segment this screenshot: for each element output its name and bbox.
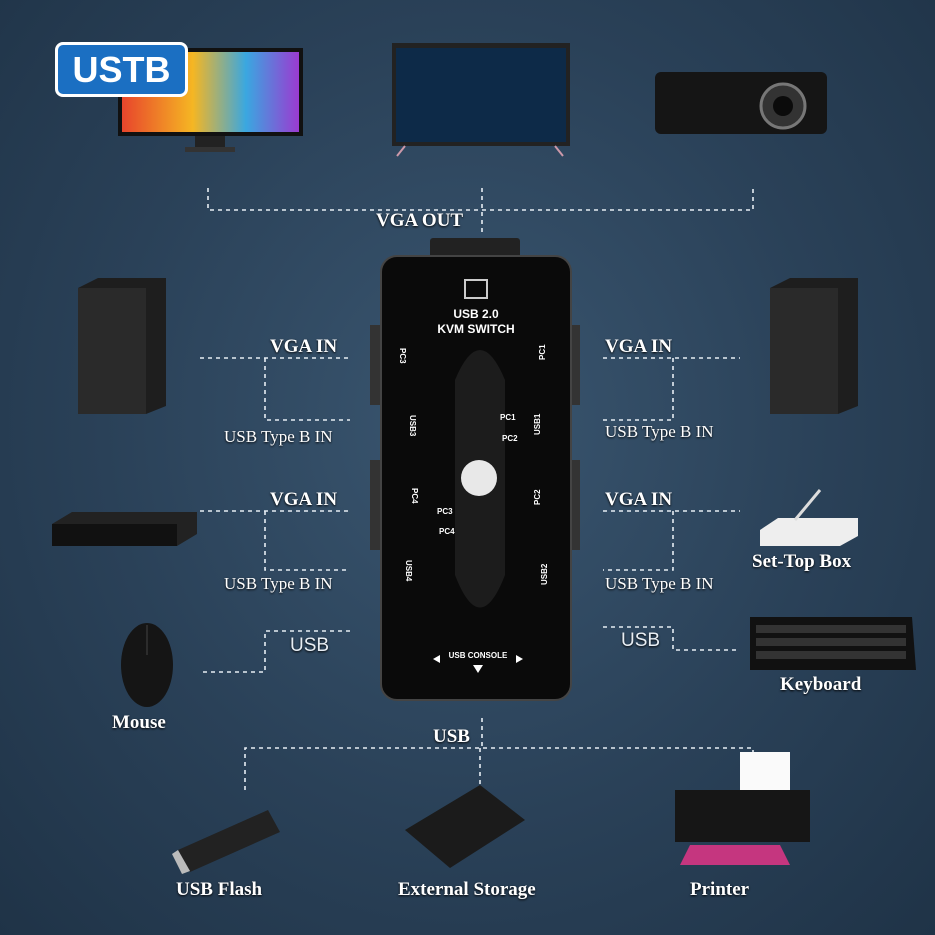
port-label-pc1: PC1	[538, 344, 547, 360]
led-label-pc4: PC4	[439, 527, 455, 536]
port-label-usb3: USB3	[408, 415, 417, 437]
label-vga-in-1: VGA IN	[270, 336, 338, 357]
port-label-usb2: USB2	[540, 563, 549, 585]
port-label-pc4: PC4	[410, 488, 419, 504]
led-label-pc3: PC3	[437, 507, 453, 516]
label-vga-in-4: VGA IN	[605, 489, 673, 510]
tv-icon	[392, 43, 570, 157]
keyboard-icon	[750, 617, 916, 670]
label-usb-bottom: USB	[433, 726, 470, 747]
label-mouse: Mouse	[112, 712, 166, 733]
label-vga-out: VGA OUT	[376, 210, 464, 231]
port-label-pc2: PC2	[533, 489, 542, 505]
mouse-icon	[121, 623, 173, 707]
brand-logo: USTB	[55, 42, 188, 97]
label-set-top-box: Set-Top Box	[752, 551, 852, 572]
set-top-box-icon	[760, 489, 858, 546]
label-usb-b-in-1: USB Type B IN	[224, 427, 333, 446]
projector-icon	[655, 72, 827, 134]
port-label-usb4: USB4	[404, 560, 413, 582]
label-usb-b-in-2: USB Type B IN	[605, 422, 714, 441]
printer-icon	[675, 752, 810, 865]
label-usb-keyboard: USB	[621, 630, 661, 651]
pc-tower-icon	[78, 278, 166, 414]
device-title-line1: USB 2.0	[453, 307, 499, 321]
console-label: USB CONSOLE	[449, 651, 508, 660]
usb-flash-icon	[172, 810, 280, 874]
label-vga-in-3: VGA IN	[270, 489, 338, 510]
kvm-switch-device	[370, 238, 580, 701]
dvr-icon	[52, 512, 197, 546]
label-external-storage: External Storage	[398, 879, 536, 900]
led-label-pc2: PC2	[502, 434, 518, 443]
label-usb-b-in-3: USB Type B IN	[224, 574, 333, 593]
external-storage-icon	[405, 785, 525, 868]
label-usb-b-in-4: USB Type B IN	[605, 574, 714, 593]
connection-lines	[200, 188, 754, 790]
port-label-usb1: USB1	[533, 413, 542, 435]
pc-tower-icon	[770, 278, 858, 414]
label-usb-mouse: USB	[290, 635, 330, 656]
port-label-pc3: PC3	[398, 348, 407, 364]
device-title-line2: KVM SWITCH	[437, 322, 514, 336]
label-vga-in-2: VGA IN	[605, 336, 673, 357]
label-usb-flash: USB Flash	[176, 879, 263, 900]
led-label-pc1: PC1	[500, 413, 516, 422]
console-arrows-icon	[433, 655, 523, 673]
label-keyboard: Keyboard	[780, 674, 862, 695]
label-printer: Printer	[690, 879, 750, 900]
